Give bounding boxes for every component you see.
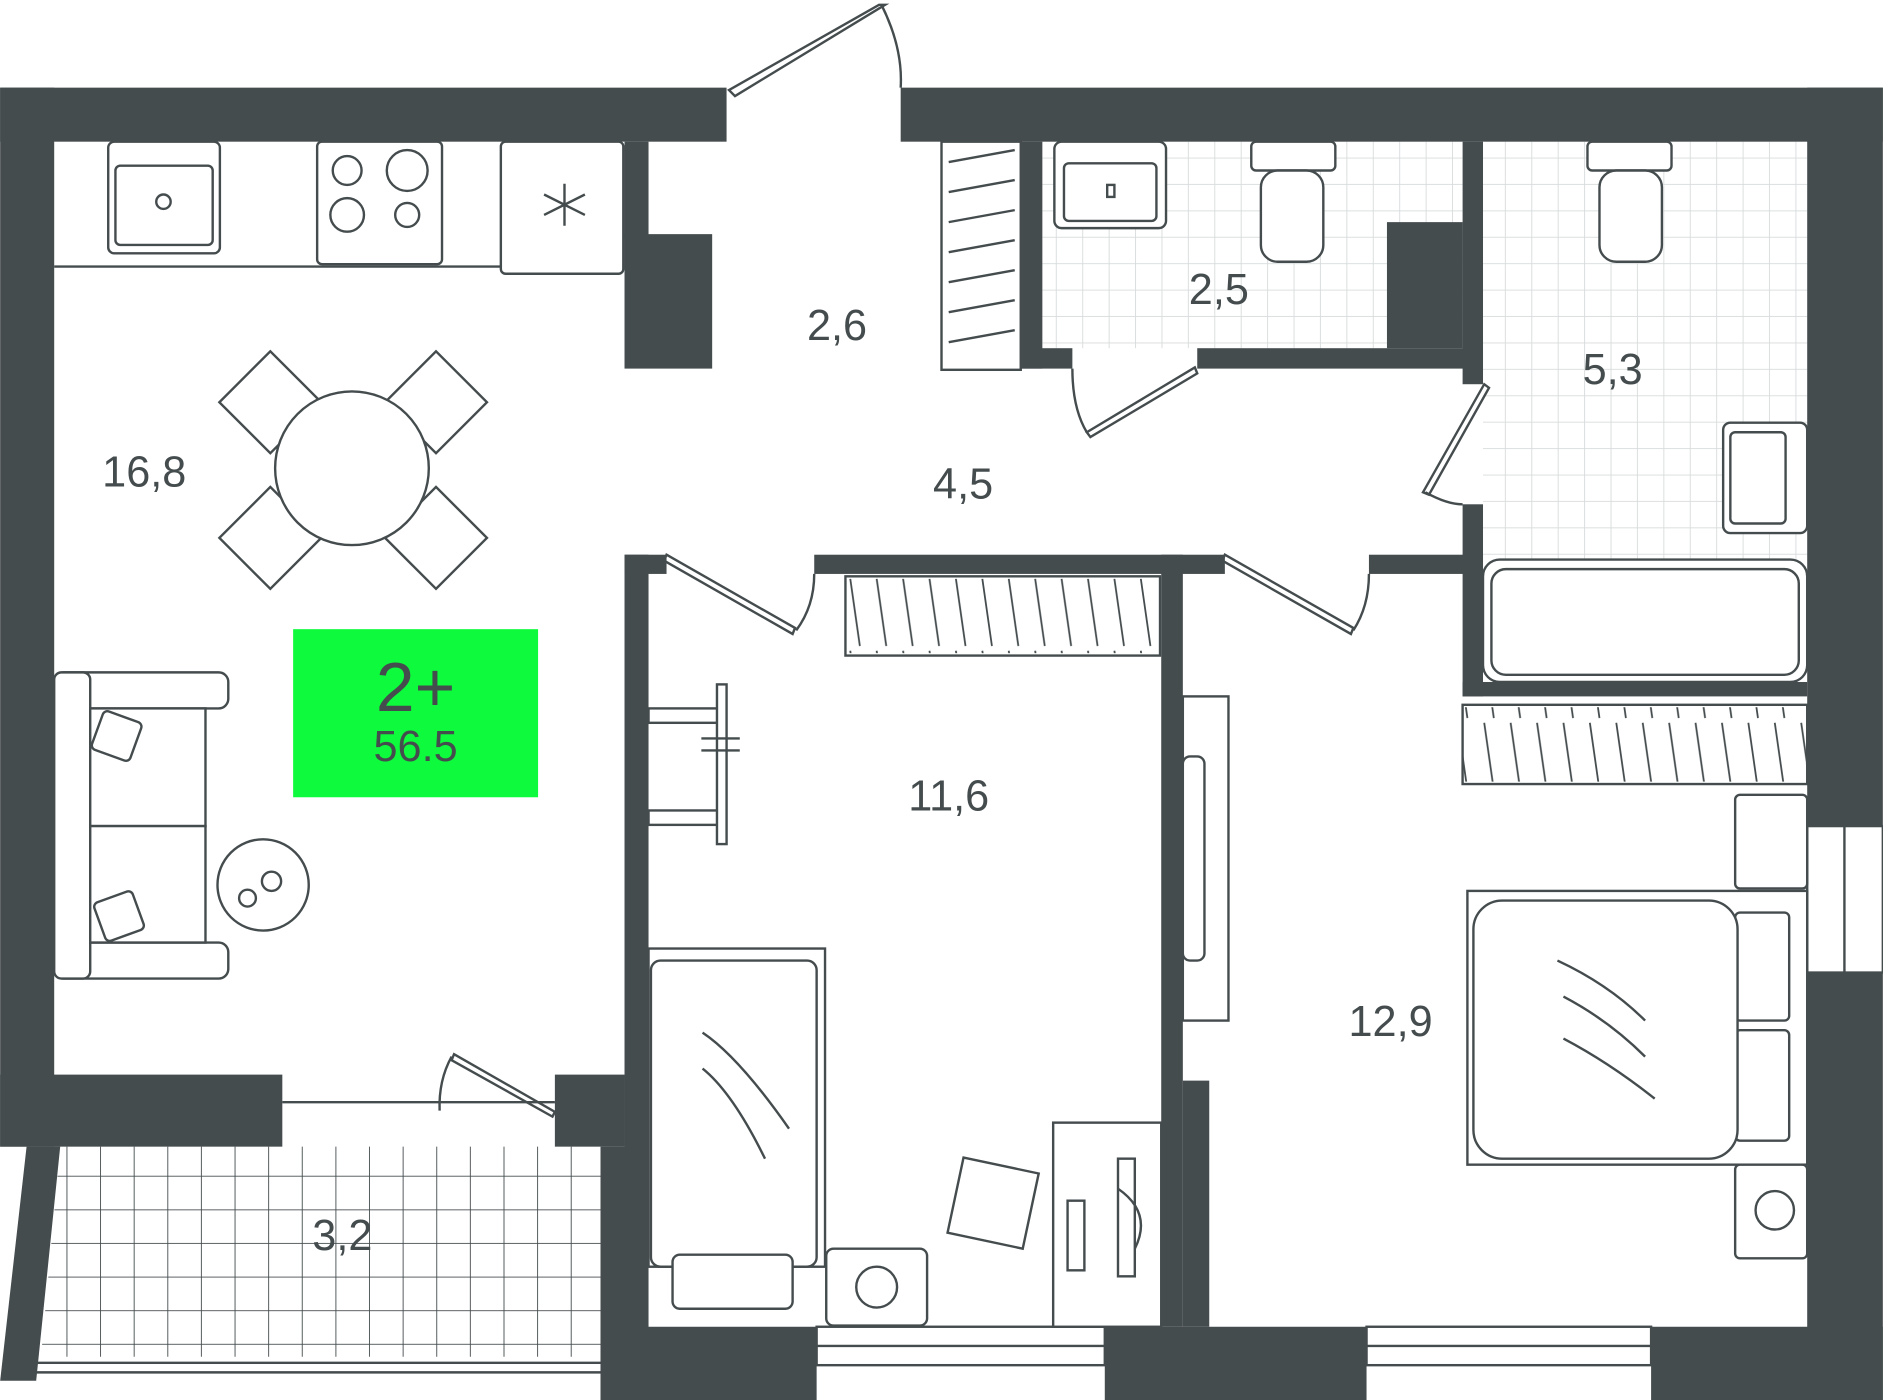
room-count: 2+ — [376, 648, 455, 726]
area-label-bathroom: 5,3 — [1583, 346, 1643, 394]
area-label-bedroom-2: 12,9 — [1348, 998, 1432, 1046]
toilet-fixtures — [1053, 140, 1809, 684]
bedroom-2-furniture — [1466, 793, 1809, 1260]
doors — [438, 3, 1491, 1119]
sofa — [52, 671, 310, 980]
area-label-bedroom-1: 11,6 — [908, 772, 989, 820]
area-label-hallway: 4,5 — [933, 460, 993, 508]
area-label-kitchen-living: 16,8 — [102, 448, 186, 496]
room-area-labels: 16,8 2,6 2,5 5,3 4,5 11,6 12,9 3,2 — [102, 266, 1643, 1260]
area-label-entry-closet: 2,6 — [807, 302, 867, 350]
bedroom-1-furniture — [647, 683, 1163, 1328]
area-label-toilet: 2,5 — [1189, 266, 1249, 314]
area-badge: 2+ 56.5 — [293, 629, 539, 798]
area-label-balcony: 3,2 — [312, 1212, 372, 1260]
dining-table — [217, 349, 489, 591]
walls — [0, 87, 1883, 1400]
wardrobes — [844, 140, 1809, 1022]
total-area: 56.5 — [374, 723, 458, 771]
kitchen-furniture — [52, 140, 625, 980]
